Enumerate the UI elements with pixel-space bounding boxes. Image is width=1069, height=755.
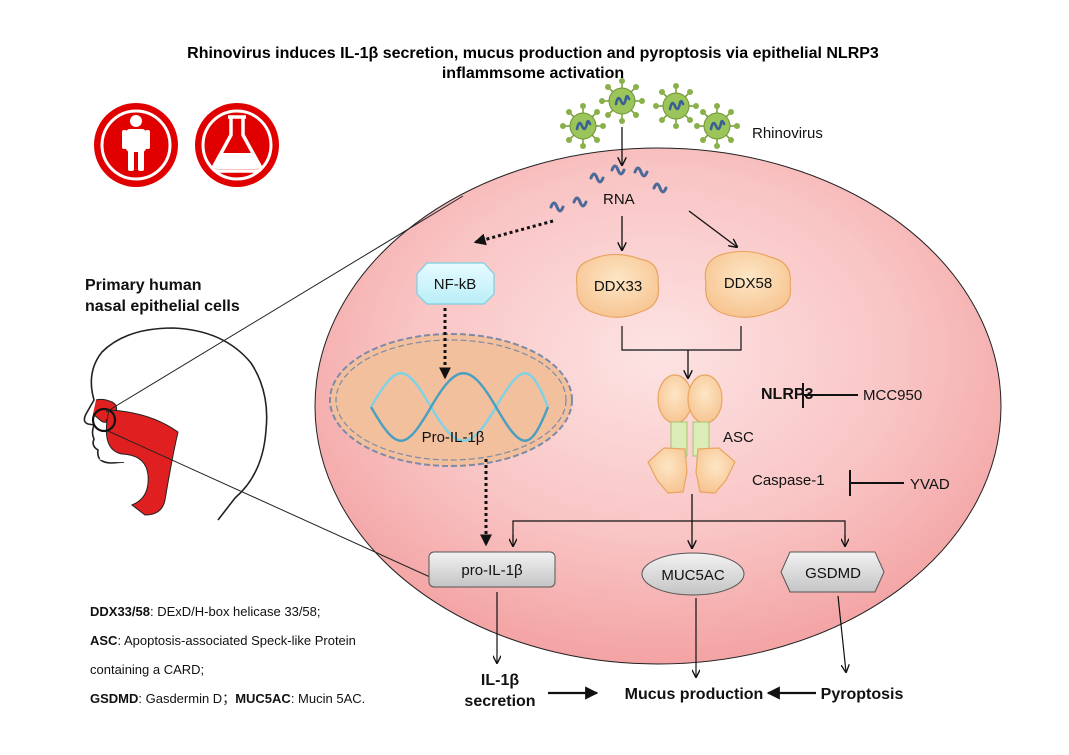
cells-label-line-1: Primary human (85, 277, 201, 294)
pyroptosis-label: Pyroptosis (821, 686, 904, 703)
title-line-2: inflammsome activation (442, 65, 624, 82)
zoom-line-lower (107, 430, 431, 578)
abbreviation-legend: DDX33/58: DExD/H-box helicase 33/58; ASC… (90, 597, 470, 713)
mcc950-inhibition (802, 383, 858, 408)
nlrp3-inflammasome-complex (647, 374, 736, 494)
mucus-production-label: Mucus production (625, 686, 764, 703)
nfkb-node (416, 262, 495, 305)
rhinovirus-particles (560, 78, 740, 149)
gsdmd-node (780, 551, 885, 593)
rna-strands (549, 164, 668, 213)
ddx33-node (575, 253, 660, 318)
cells-label-line-2: nasal epithelial cells (85, 298, 240, 315)
rhinovirus-label: Rhinovirus (752, 125, 823, 142)
asc-label: ASC (723, 429, 754, 446)
il1b-secretion-label-line-1: IL-1β (481, 672, 519, 689)
pro-il1b-gene-label: Pro-IL-1β (422, 429, 485, 446)
arrow-rna-to-ddx58 (688, 210, 737, 247)
title-line-1: Rhinovirus induces IL-1β secretion, mucu… (187, 45, 879, 62)
legend-row-asc-cont: containing a CARD; (90, 662, 205, 677)
pro-il1b-protein-label: pro-IL-1β (461, 562, 523, 579)
human-in-vivo-icon (94, 103, 178, 187)
muc5ac-label: MUC5AC (661, 567, 725, 584)
legend-row-asc: ASC: Apoptosis-associated Speck-like Pro… (90, 633, 356, 648)
ddx58-node (704, 250, 792, 318)
yvad-inhibition (849, 470, 904, 496)
legend-row-ddx: DDX33/58: DExD/H-box helicase 33/58; (90, 604, 321, 619)
arrow-rna-to-nfkb (473, 219, 554, 246)
gsdmd-label: GSDMD (805, 565, 861, 582)
zoom-line-upper (105, 195, 464, 413)
human-head-profile (83, 327, 268, 521)
legend-row-gsdmd-muc5ac: GSDMD: Gasdermin D；MUC5AC: Mucin 5AC. (90, 691, 366, 706)
nfkb-label: NF-kB (434, 276, 477, 293)
ddx33-label: DDX33 (594, 278, 642, 295)
flask-in-vitro-icon (195, 103, 279, 187)
rna-label: RNA (603, 191, 635, 208)
arrow-to-pyroptosis (837, 595, 846, 672)
nlrp3-label: NLRP3 (761, 386, 814, 403)
ddx-merge-bracket (621, 326, 742, 351)
caspase1-branch-line (512, 520, 846, 542)
yvad-label: YVAD (910, 476, 950, 493)
ddx58-label: DDX58 (724, 275, 772, 292)
dna-double-helix (369, 372, 550, 442)
muc5ac-node (641, 552, 745, 596)
pro-il1b-protein-node (428, 551, 556, 588)
caspase1-label: Caspase-1 (752, 472, 825, 489)
il1b-secretion-label-line-2: secretion (464, 693, 535, 710)
nucleus (329, 333, 573, 467)
mcc950-label: MCC950 (863, 387, 922, 404)
